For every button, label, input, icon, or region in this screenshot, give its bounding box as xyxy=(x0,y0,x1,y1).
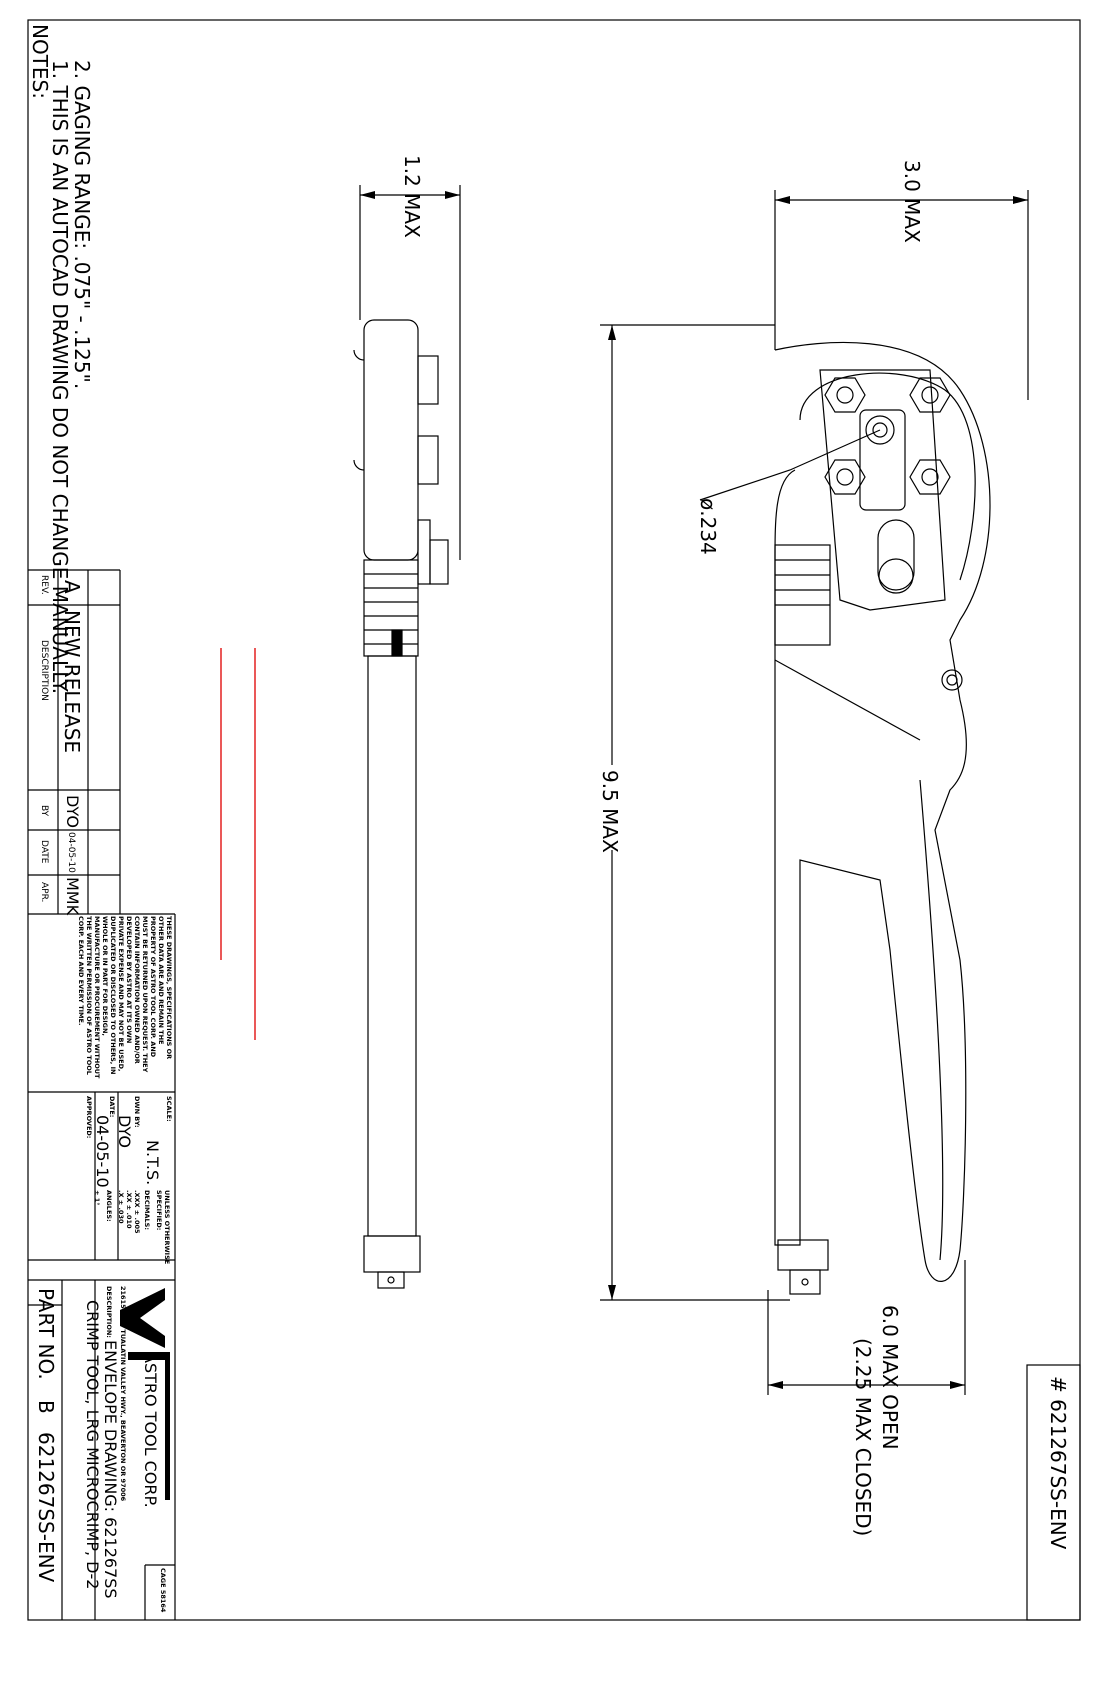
company-name: ASTRO TOOL CORP. xyxy=(141,1352,160,1508)
rev-header-by: BY xyxy=(39,805,49,817)
description-line-1: ENVELOPE DRAWING: 621267SS xyxy=(101,1340,120,1599)
notice-line-2: OTHER DATA ARE AND REMAIN THE xyxy=(157,916,165,1045)
rev-row-date: 04-05-10 xyxy=(66,832,76,873)
part-tag-box xyxy=(1026,1364,1081,1621)
tolerance-line-4: .XXX ± .005 xyxy=(133,1190,141,1234)
company-address: 21615 S.W. TUALATIN VALLEY HWY., BEAVERT… xyxy=(119,1286,127,1502)
notice-line-7: PRIVATE EXPENSE AND MAY NOT BE USED, xyxy=(117,916,125,1072)
rev-row-description: NEW RELEASE xyxy=(60,610,84,754)
rev-header-rev: REV. xyxy=(39,575,49,595)
notice-line-3: PROPERTY OF ASTRO TOOL CORP. AND xyxy=(149,916,157,1058)
astro-tool-logo xyxy=(120,1288,170,1500)
notice-line-12: CORP. EACH AND EVERY TIME. xyxy=(77,916,85,1026)
approved-label: APPROVED: xyxy=(85,1096,93,1139)
rev-row-by: DYO xyxy=(63,795,82,828)
notice-line-1: THESE DRAWINGS, SPECIFICATIONS OR xyxy=(165,916,173,1060)
rev-header-date: DATE xyxy=(39,840,49,864)
description-label: DESCRIPTION: xyxy=(105,1286,113,1338)
dimension-width-label: 3.0 MAX xyxy=(900,160,924,243)
notice-line-5: CONTAIN INFORMATION OWNED AND/OR xyxy=(133,916,141,1064)
notes-heading: NOTES: xyxy=(28,24,52,99)
date-value: 04-05-10 xyxy=(93,1115,112,1188)
tolerance-line-2: SPECIFIED: xyxy=(155,1190,163,1231)
drawn-by-label: DWN BY: xyxy=(133,1096,141,1128)
part-tag: # 621267SS-ENV xyxy=(1046,1376,1070,1550)
dimension-open-label: 6.0 MAX OPEN xyxy=(878,1305,902,1450)
tolerance-line-8: ± 1° xyxy=(93,1190,101,1206)
side-view-tool xyxy=(353,319,449,1289)
tolerance-line-6: .X ± .030 xyxy=(117,1190,125,1224)
dimension-diameter-label: ø.234 xyxy=(696,498,720,555)
scale-label: SCALE: xyxy=(165,1096,173,1122)
note-2: 2. GAGING RANGE: .075" - .125". xyxy=(70,60,94,390)
part-no-value: 621267SS-ENV xyxy=(34,1432,58,1583)
dimension-closed-label: (2.25 MAX CLOSED) xyxy=(851,1338,875,1537)
dimension-arrows xyxy=(360,191,1028,1389)
revision-table xyxy=(28,569,121,914)
cage-code: CAGE 58164 xyxy=(159,1568,167,1613)
dimension-length-label: 9.5 MAX xyxy=(598,770,622,853)
description-line-2: CRIMP TOOL, LRG MICROCRIMP, D-2 xyxy=(83,1300,102,1590)
part-no-label: PART NO. xyxy=(34,1288,58,1380)
scale-value: N.T.S. xyxy=(143,1140,162,1186)
notice-line-6: DEVELOPED BY ASTRO AT ITS OWN xyxy=(125,916,133,1044)
notice-line-8: DUPLICATED OR DISCLOSED TO OTHERS, IN xyxy=(109,916,117,1075)
notice-line-4: MUST BE RETURNED UPON REQUEST. THEY xyxy=(141,916,149,1073)
tolerance-line-3: DECIMALS: xyxy=(143,1190,151,1230)
rev-header-apr: APR. xyxy=(39,882,49,903)
notice-line-9: WHOLE OR IN PART FOR DESIGN, xyxy=(101,916,109,1036)
sheet-border xyxy=(27,19,1081,1621)
rev-header-description: DESCRIPTION xyxy=(39,640,49,701)
front-view-tool xyxy=(774,341,991,1295)
rev-row-apr: MMK xyxy=(63,877,82,916)
part-no-rev: B xyxy=(34,1400,58,1414)
tolerance-line-1: UNLESS OTHERWISE xyxy=(163,1190,171,1265)
dimension-thickness-label: 1.2 MAX xyxy=(400,155,424,238)
dimension-lines xyxy=(359,185,1029,1395)
title-block xyxy=(28,913,176,1620)
tolerance-line-7: ANGLES: xyxy=(105,1190,113,1222)
tolerance-line-5: .XX ± .010 xyxy=(125,1190,133,1229)
notice-line-11: THE WRITTEN PERMISSION OF ASTRO TOOL xyxy=(85,916,93,1075)
note-1: 1. THIS IS AN AUTOCAD DRAWING DO NOT CHA… xyxy=(48,60,72,695)
rev-row-rev: A xyxy=(60,580,84,594)
notice-line-10: MANUFACTURE OR PROCUREMENT WITHOUT xyxy=(93,916,101,1079)
red-markup-lines xyxy=(220,648,256,1040)
drawn-by-value: DYO xyxy=(115,1115,134,1148)
